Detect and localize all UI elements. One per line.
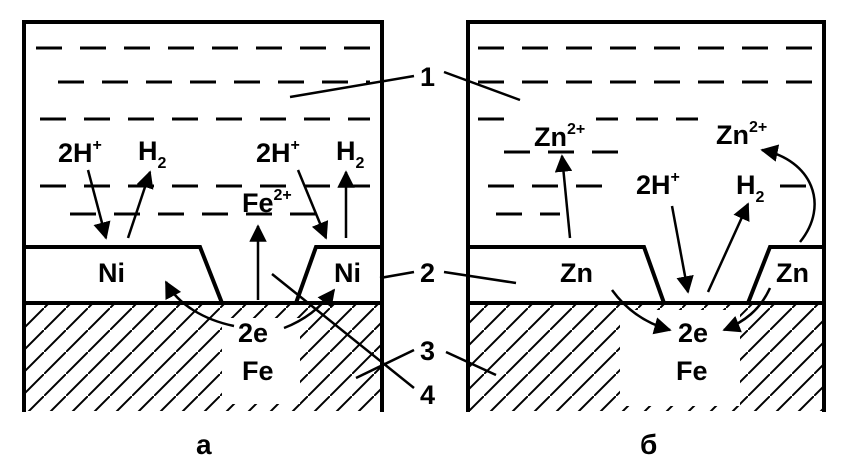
product-h2-left: H2 [138, 136, 167, 172]
coating-ni-right-label: Ni [334, 258, 361, 288]
caption-a: а [196, 429, 212, 460]
base-metal-fe-a [24, 303, 382, 411]
callout-4: 4 [420, 380, 435, 410]
vessel-walls-a [22, 20, 384, 412]
coating-zn-right-label: Zn [776, 258, 809, 288]
electrolyte-dashes-b [478, 46, 814, 216]
product-h2-b: H2 [736, 170, 765, 206]
base-fe-label-a: Fe [242, 356, 274, 386]
reaction-arrows-a [86, 169, 355, 330]
electrons-2e-a: 2e [238, 318, 268, 348]
panel-b: Zn2+ Zn2+ 2H+ H2 Zn Zn 2e Fe б [466, 20, 826, 460]
base-metal-fe-label-bg-b [620, 310, 740, 406]
ion-fe2-a: Fe2+ [242, 187, 292, 218]
callout-3: 3 [420, 336, 435, 366]
panel-a: 2H+ H2 2H+ H2 Fe2+ Ni Ni 2e Fe а [22, 20, 384, 460]
coating-ni-left-label: Ni [98, 258, 125, 288]
product-h2-right: H2 [336, 136, 365, 172]
reactant-2h-right: 2H+ [256, 137, 300, 168]
reactant-2h-b: 2H+ [636, 169, 680, 200]
electrolyte-dashes-a [36, 46, 370, 216]
ion-zn2-left: Zn2+ [534, 121, 585, 152]
reactant-2h-left: 2H+ [58, 137, 102, 168]
callout-2: 2 [420, 258, 435, 288]
callouts: 1 2 3 4 [271, 62, 521, 410]
caption-b: б [640, 429, 657, 460]
base-fe-label-b: Fe [676, 356, 708, 386]
ion-zn2-right: Zn2+ [716, 119, 767, 150]
coating-zn-left-label: Zn [560, 258, 593, 288]
reaction-arrows-b [554, 144, 816, 335]
base-metal-fe-label-bg-a [222, 318, 300, 404]
electrons-2e-b: 2e [678, 318, 708, 348]
callout-1: 1 [420, 62, 435, 92]
vessel-walls-b [466, 20, 826, 412]
